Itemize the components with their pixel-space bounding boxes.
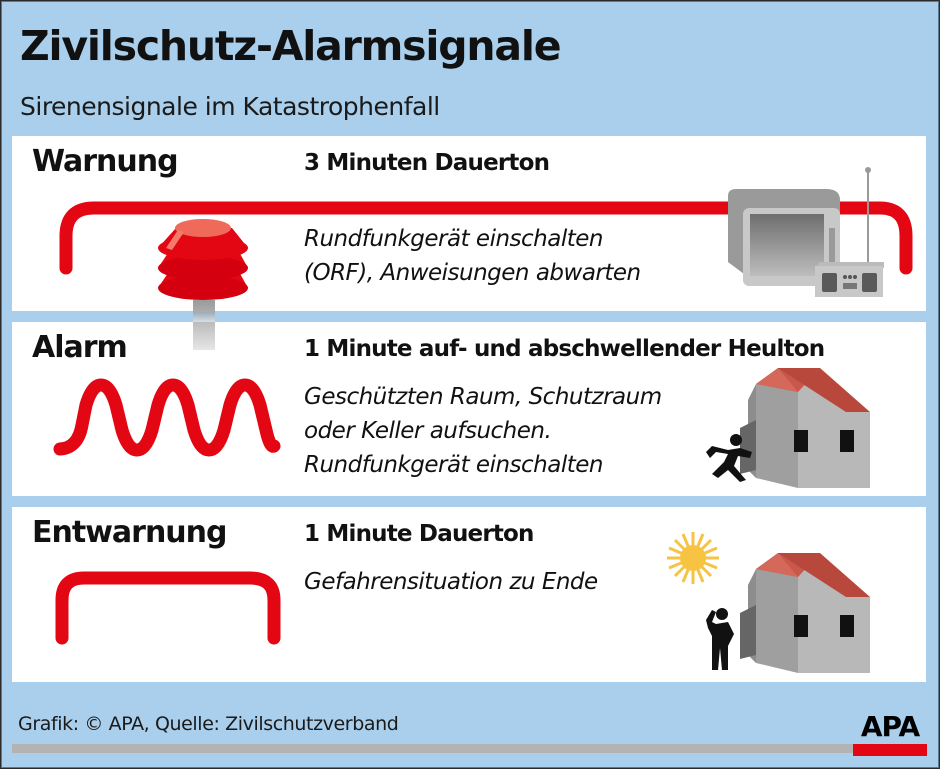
signal-tone: 1 Minute auf- und abschwellender Heulton [304, 336, 825, 362]
sun-icon [667, 532, 719, 584]
footer-bar [12, 744, 854, 753]
signal-name: Entwarnung [32, 515, 227, 550]
page-subtitle: Sirenensignale im Katastrophenfall [20, 92, 440, 121]
signal-tone: 3 Minuten Dauerton [304, 150, 550, 176]
apa-logo: APA [853, 712, 927, 756]
running-person-icon [706, 434, 752, 482]
apa-logo-bar [853, 744, 927, 756]
all-clear-tone-line [55, 571, 281, 645]
signal-tone: 1 Minute Dauerton [304, 521, 534, 547]
signal-instructions: Rundfunkgerät einschalten (ORF), Anweisu… [304, 226, 641, 286]
house-icon [740, 553, 870, 673]
signal-name: Alarm [32, 330, 128, 365]
standing-person-icon [706, 608, 734, 670]
apa-logo-text: APA [860, 710, 920, 743]
signal-instructions: Gefahrensituation zu Ende [304, 569, 598, 595]
house-icon [740, 368, 870, 488]
radio-icon [815, 167, 884, 297]
continuous-tone-line [59, 201, 913, 275]
page-title: Zivilschutz-Alarmsignale [20, 22, 561, 70]
siren-icon [12, 219, 926, 350]
signal-name: Warnung [32, 144, 179, 179]
wailing-tone-wave [53, 378, 281, 457]
source-credit: Grafik: © APA, Quelle: Zivilschutzverban… [18, 713, 399, 735]
signal-instructions: Geschützten Raum, Schutzraum oder Keller… [304, 384, 662, 478]
